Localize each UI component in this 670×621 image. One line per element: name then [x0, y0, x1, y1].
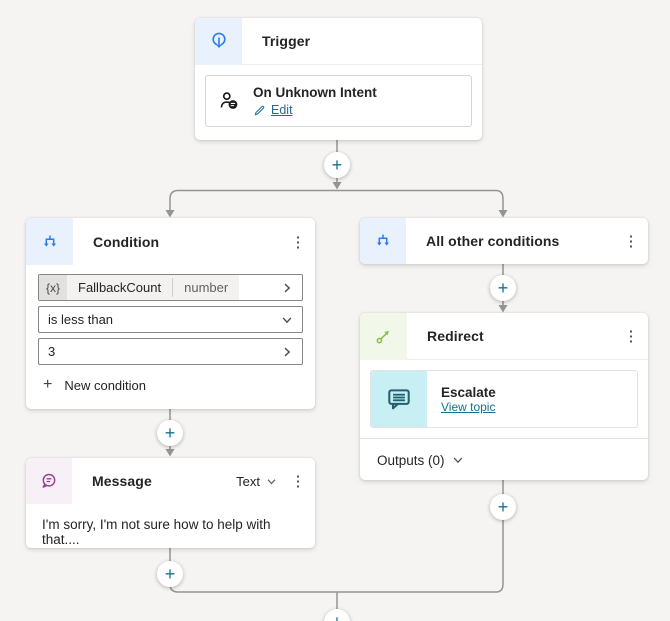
condition-body: {x} FallbackCount number is less than 3 [26, 265, 315, 409]
condition-value: 3 [48, 344, 56, 359]
message-node[interactable]: Message Text ⋮ I'm sorry, I'm not sure h… [26, 458, 315, 548]
all-other-conditions-title: All other conditions [426, 233, 560, 249]
chevron-down-icon [452, 454, 464, 466]
all-other-conditions-kebab-menu-icon[interactable]: ⋮ [623, 233, 639, 250]
message-icon [26, 458, 72, 504]
outputs-toggle[interactable]: Outputs (0) [360, 438, 648, 480]
topic-chat-icon [371, 371, 427, 427]
add-node-button[interactable]: + [490, 494, 516, 520]
add-node-button[interactable]: + [157, 420, 183, 446]
chevron-right-icon [281, 346, 302, 358]
trigger-node-header: Trigger [195, 18, 482, 65]
variable-name: FallbackCount [78, 280, 162, 295]
trigger-intent-title: On Unknown Intent [253, 85, 377, 100]
condition-variable-field[interactable]: {x} FallbackCount number [38, 274, 303, 301]
new-condition-label: New condition [64, 377, 146, 393]
trigger-intent-card[interactable]: On Unknown Intent Edit [205, 75, 472, 127]
view-topic-link[interactable]: View topic [441, 399, 496, 414]
variable-type: number [184, 280, 229, 295]
branch-condition-icon [360, 218, 406, 264]
message-text[interactable]: I'm sorry, I'm not sure how to help with… [42, 517, 271, 547]
message-title: Message [92, 473, 152, 489]
redirect-kebab-menu-icon[interactable]: ⋮ [623, 328, 639, 345]
condition-node-header: Condition ⋮ [26, 218, 315, 265]
redirect-node-header: Redirect ⋮ [360, 313, 648, 360]
message-kebab-menu-icon[interactable]: ⋮ [290, 473, 306, 490]
trigger-icon [195, 18, 242, 65]
redirect-topic-card[interactable]: Escalate View topic [370, 370, 638, 428]
redirect-node[interactable]: Redirect ⋮ Escalate View topic Outputs (… [360, 313, 648, 480]
chevron-down-icon [266, 476, 277, 487]
chevron-down-icon [281, 314, 302, 326]
all-other-conditions-node[interactable]: All other conditions ⋮ [360, 218, 648, 264]
outputs-label: Outputs (0) [377, 452, 445, 468]
branch-condition-icon [26, 218, 73, 265]
message-type-dropdown[interactable]: Text [236, 474, 277, 489]
operator-value: is less than [48, 312, 114, 327]
message-type-value: Text [236, 473, 260, 489]
add-node-button[interactable]: + [324, 609, 350, 621]
all-other-conditions-header: All other conditions ⋮ [360, 218, 648, 264]
new-condition-button[interactable]: + New condition [38, 377, 303, 393]
condition-value-field[interactable]: 3 [38, 338, 303, 365]
variable-x-icon: {x} [39, 275, 67, 300]
trigger-node[interactable]: Trigger On Unknown Intent [195, 18, 482, 140]
condition-kebab-menu-icon[interactable]: ⋮ [290, 233, 306, 251]
message-node-header: Message Text ⋮ [26, 458, 315, 504]
add-node-button[interactable]: + [157, 561, 183, 587]
redirect-title: Redirect [427, 328, 484, 344]
add-node-button[interactable]: + [324, 152, 350, 178]
trigger-title: Trigger [262, 33, 311, 49]
add-node-button[interactable]: + [490, 275, 516, 301]
condition-title: Condition [93, 233, 160, 250]
variable-divider [172, 278, 174, 297]
pencil-icon [253, 104, 266, 117]
redirect-topic-title: Escalate [441, 384, 496, 400]
plus-icon: + [43, 376, 53, 393]
condition-operator-select[interactable]: is less than [38, 306, 303, 333]
person-chat-icon [218, 90, 240, 112]
chevron-right-icon [281, 282, 302, 294]
condition-node[interactable]: Condition ⋮ {x} FallbackCount number is … [26, 218, 315, 409]
redirect-icon [360, 313, 407, 360]
edit-link[interactable]: Edit [271, 103, 293, 117]
variable-pill: {x} FallbackCount number [39, 275, 240, 300]
